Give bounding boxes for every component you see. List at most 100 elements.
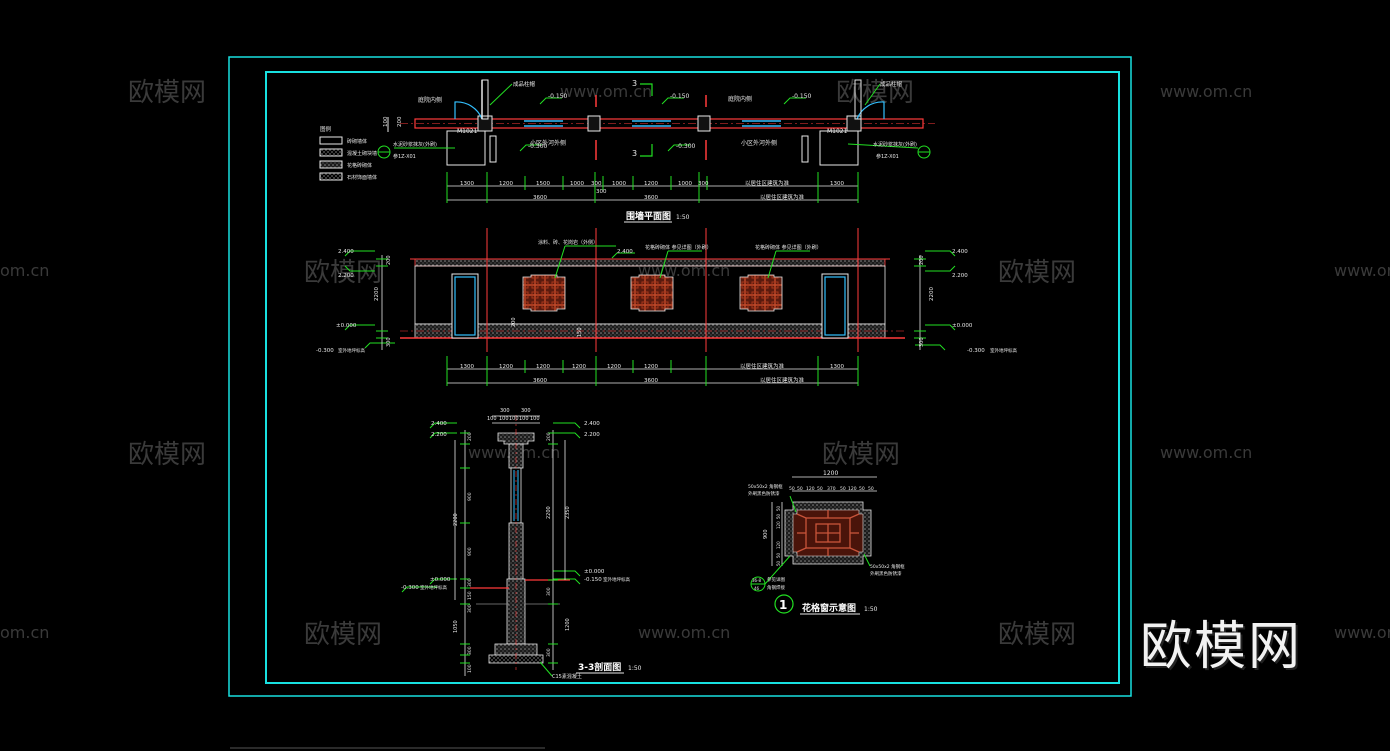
elevation-level: 2.400 [617, 249, 633, 255]
elevation-callout: 花格砖砌体 参见详图（外刷） [645, 244, 712, 251]
section-dim-top: 100 [530, 416, 540, 422]
section-level: 2.200 [584, 432, 600, 438]
brand-logo-text: 欧模网 [1140, 617, 1303, 677]
section-scale: 1:50 [628, 665, 642, 672]
watermark-cn: 欧模网 [128, 78, 206, 108]
plan-level-low: -0.300 [676, 143, 696, 150]
plan-leader-note: 水泥砂浆抹灰(外刷) [873, 141, 917, 148]
section-foot-note: C15素混凝土 [552, 673, 582, 680]
section-dim-left: 900 [467, 547, 473, 556]
elevation-level-right: ±0.000 [952, 323, 973, 329]
watermark-url: www.om.cn [1334, 261, 1390, 280]
detail-dim-top: 50 [789, 486, 795, 492]
plan-pillar [846, 115, 862, 132]
plan-step-right [819, 130, 859, 166]
plan-dim: 1500 [536, 181, 550, 187]
elevation-level-left: 2.400 [338, 249, 354, 255]
detail-ref-b: 46 [754, 586, 760, 591]
plan-dim-total: 300 [596, 189, 607, 195]
plan-level: -0.150 [548, 93, 568, 100]
detail-number: 1 [779, 598, 787, 612]
section-dim-left: 2200 [453, 513, 459, 526]
elevation-dim: 1200 [572, 364, 586, 370]
plan-label-community: 小区外河外侧 [741, 139, 777, 147]
detail-dim-side: 120 [776, 521, 781, 529]
section-level-note: 室外地坪标高 [603, 576, 630, 583]
detail-dim-top: 50 [797, 486, 803, 492]
elevation-dim-side: 2200 [374, 287, 380, 301]
plan-dim-total: 3600 [533, 195, 547, 201]
plan-view: 3 3 -0.150 -0.150 -0.150 -0.300 -0.300 庭… [319, 79, 935, 223]
elevation-door-left [451, 273, 479, 339]
elevation-dim: 1200 [644, 364, 658, 370]
section-view: 300 300 100 100 100 100 100 2.400 2.200 … [401, 408, 642, 680]
section-dim-left: 1050 [453, 620, 459, 633]
elevation-level-left: 2.200 [338, 273, 354, 279]
section-mark-top [640, 83, 653, 96]
svg-text:200: 200 [397, 116, 403, 127]
plan-dim: 1200 [499, 181, 513, 187]
elevation-callout: 涂料、砖、花岗岩（外侧） [538, 239, 598, 246]
detail-dim-side: 50 [776, 560, 781, 566]
legend-swatch [319, 148, 343, 157]
detail-dim-top: 50 [817, 486, 823, 492]
section-level: 2.400 [584, 421, 600, 427]
section-dim-right: 2350 [565, 506, 571, 519]
detail-note: 50x50x2 角钢框 [870, 563, 905, 570]
section-level: 2.200 [431, 432, 447, 438]
plan-ref-note: 参1Z-X01 [393, 153, 416, 160]
plan-door-tag: M1021 [827, 128, 848, 135]
detail-dim-side: 50 [776, 513, 781, 519]
detail-dim-top: 120 [806, 486, 815, 492]
elevation-level-note: 室外地坪标高 [990, 347, 1017, 354]
elevation-dim-side: 300 [386, 337, 392, 347]
plan-dim: 1000 [612, 181, 626, 187]
legend-swatch [319, 136, 343, 145]
detail-width: 1200 [823, 470, 838, 477]
detail-dim-top: 370 [827, 486, 836, 492]
detail-dim-top: 50 [840, 486, 846, 492]
detail-scale: 1:50 [864, 606, 878, 613]
detail-dim-top: 50 [868, 486, 874, 492]
elevation-dim-total: 3600 [644, 378, 658, 384]
plan-side-wall-right [854, 79, 862, 120]
watermark-url: www.om.cn [560, 82, 652, 101]
legend-item: 花格砖砌体 [347, 162, 372, 169]
plan-cap-note: 成品柱帽 [513, 80, 536, 88]
watermark-cn: 欧模网 [304, 258, 382, 288]
section-mark-bottom [640, 144, 653, 157]
section-dim-left: 300 [467, 604, 473, 613]
plan-label-yard: 庭院内侧 [728, 95, 752, 103]
elevation-dim-side: 200 [386, 255, 392, 265]
svg-text:150: 150 [577, 327, 583, 337]
section-dim-right: 200 [546, 432, 552, 441]
watermark-url: www.om.cn [1334, 623, 1390, 642]
section-dim-right: 1200 [565, 618, 571, 631]
elevation-lattice-window [630, 274, 674, 312]
plan-dim: 1000 [570, 181, 584, 187]
detail-dim-side: 900 [763, 529, 769, 539]
plan-dim: 300 [591, 181, 602, 187]
elevation-lattice-window [522, 274, 566, 312]
plan-legend: 图例 砖砌墙体 混凝土砌块墙 花格砖砌体 石材饰面墙体 [319, 125, 377, 181]
plan-dim: 1300 [830, 181, 844, 187]
callout-leader [554, 245, 566, 279]
detail-dim-side: 50 [776, 552, 781, 558]
elevation-dim: 1200 [499, 364, 513, 370]
plan-title: 围墙平面图 [626, 210, 671, 222]
plan-pillar [477, 115, 493, 132]
detail-note: 50x50x2 角钢框 [748, 483, 783, 490]
detail-dim-side: 50 [776, 505, 781, 511]
section-title: 3-3剖面图 [578, 661, 621, 673]
section-dim-top: 300 [500, 408, 510, 414]
detail-dim-top: 50 [859, 486, 865, 492]
elevation-dim-side: 200 [919, 255, 925, 265]
watermark-url-partial: om.cn [0, 261, 49, 280]
watermark-url: www.om.cn [1160, 82, 1252, 101]
plan-dim: 以居住区建筑为准 [745, 179, 790, 187]
plan-pillar [697, 115, 711, 132]
detail-note: 外刷黑色防锈漆 [748, 490, 780, 497]
section-dim-right: 300 [546, 648, 552, 657]
watermarks: 欧模网 欧模网 www.om.cn www.om.cn om.cn 欧模网 ww… [0, 78, 1390, 650]
